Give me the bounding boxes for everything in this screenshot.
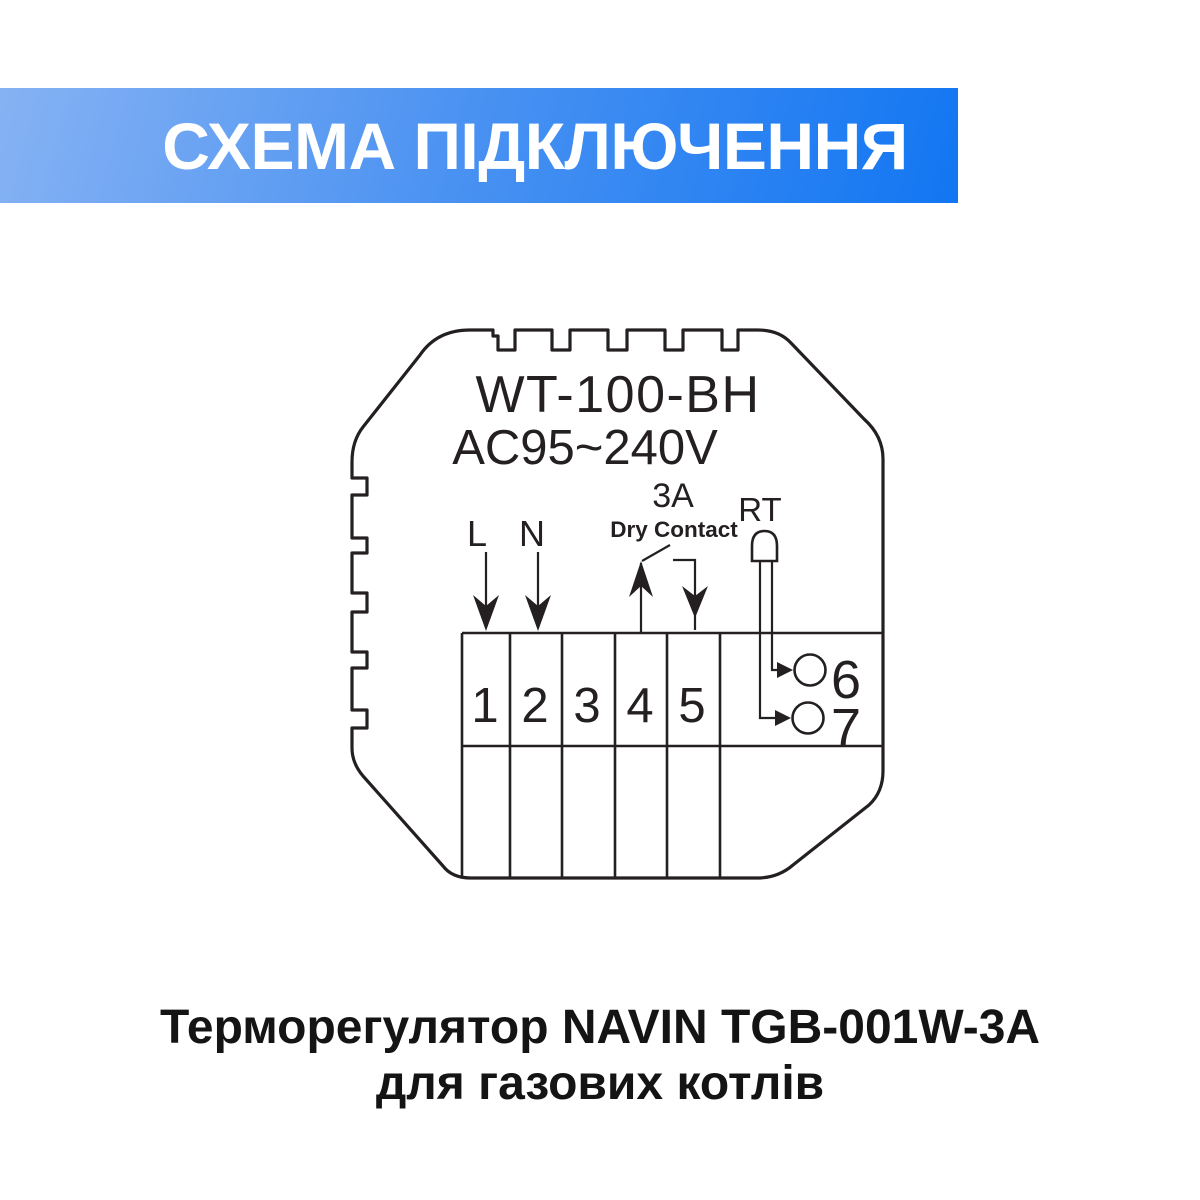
caption-line1: Терморегулятор NAVIN TGB-001W-3A (159, 1001, 1041, 1054)
terminal-5-label: 5 (678, 679, 705, 733)
product-caption: Терморегулятор NAVIN TGB-001W-3A для газ… (0, 1000, 1200, 1112)
relay-rating-label: 3A (652, 477, 694, 515)
terminal-6-circle (793, 653, 827, 687)
header-banner: СХЕМА ПІДКЛЮЧЕННЯ (0, 88, 958, 203)
live-label: L (467, 513, 487, 554)
caption-line2: для газових котлів (375, 1057, 825, 1110)
terminal-4-label: 4 (626, 679, 653, 733)
voltage-label: AC95~240V (452, 421, 718, 475)
terminal-block (460, 631, 883, 878)
sensor-label: RT (738, 491, 781, 528)
switch-blade (641, 544, 671, 562)
terminal-2-label: 2 (521, 679, 548, 733)
dry-contact-switch (629, 544, 708, 632)
wiring-diagram: WT-100-BH AC95~240V L N 3A Dry Contact R… (350, 328, 885, 880)
terminal-1-label: 1 (471, 679, 498, 733)
terminal-grid (460, 631, 883, 878)
terminal-7-circle (791, 701, 825, 735)
sensor-lead-right (770, 561, 778, 672)
terminal-6-label: 6 (831, 650, 861, 710)
neutral-label: N (519, 513, 545, 554)
neutral-arrow (525, 552, 551, 631)
sensor-bulb (750, 529, 779, 563)
device-outline (350, 328, 885, 880)
model-label: WT-100-BH (475, 366, 760, 424)
rt-sensor (750, 529, 827, 735)
live-arrow (473, 552, 499, 631)
sensor-lead-left (758, 561, 776, 720)
terminal-7-label: 7 (831, 698, 861, 758)
relay-type-label: Dry Contact (610, 517, 738, 542)
terminal-3-label: 3 (573, 679, 600, 733)
page-title: СХЕМА ПІДКЛЮЧЕННЯ (162, 108, 908, 183)
